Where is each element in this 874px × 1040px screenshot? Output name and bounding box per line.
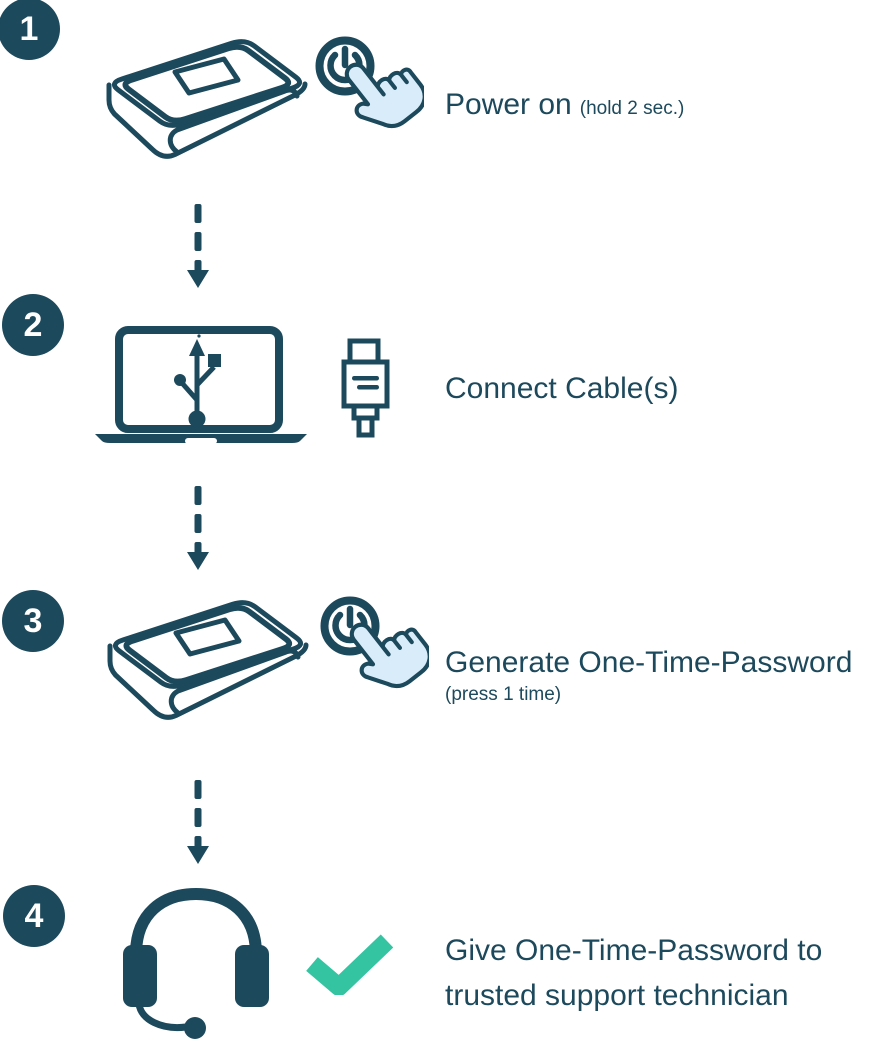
step-3-number: 3 (23, 602, 43, 640)
step-2-title: Connect Cable(s) (445, 372, 679, 405)
hotspot-device-icon (107, 600, 309, 720)
step-3-text: Generate One-Time-Password (press 1 time… (445, 645, 852, 706)
step-2-text: Connect Cable(s) (445, 371, 678, 407)
step-1-badge: 1 (0, 0, 60, 60)
step-1-text: Power on (hold 2 sec.) (445, 87, 684, 123)
step-4-title: Give One-Time-Password to trusted suppor… (445, 934, 823, 1012)
success-check-icon (306, 934, 394, 995)
step-3-badge: 3 (2, 590, 64, 652)
power-button-press-icon (320, 596, 429, 689)
step-4-number: 4 (24, 897, 44, 935)
step-1-note: (hold 2 sec.) (579, 98, 685, 119)
hotspot-device-icon (106, 39, 308, 159)
usb-cable-icon (341, 338, 390, 438)
step-2-badge: 2 (2, 294, 64, 356)
step-1-title: Power on (445, 88, 572, 121)
step-2-number: 2 (23, 306, 43, 344)
dashed-arrow-down-icon (187, 486, 209, 570)
step-4-badge: 4 (3, 885, 65, 947)
power-button-press-icon (315, 36, 424, 129)
step-4-text: Give One-Time-Password to trusted suppor… (445, 931, 874, 1021)
dashed-arrow-down-icon (187, 780, 209, 864)
laptop-usb-icon (95, 326, 307, 444)
support-headset-icon (123, 888, 269, 1039)
step-3-note: (press 1 time) (445, 684, 562, 705)
dashed-arrow-down-icon (187, 204, 209, 288)
step-3-title: Generate One-Time-Password (445, 646, 853, 679)
step-1-number: 1 (19, 10, 39, 48)
